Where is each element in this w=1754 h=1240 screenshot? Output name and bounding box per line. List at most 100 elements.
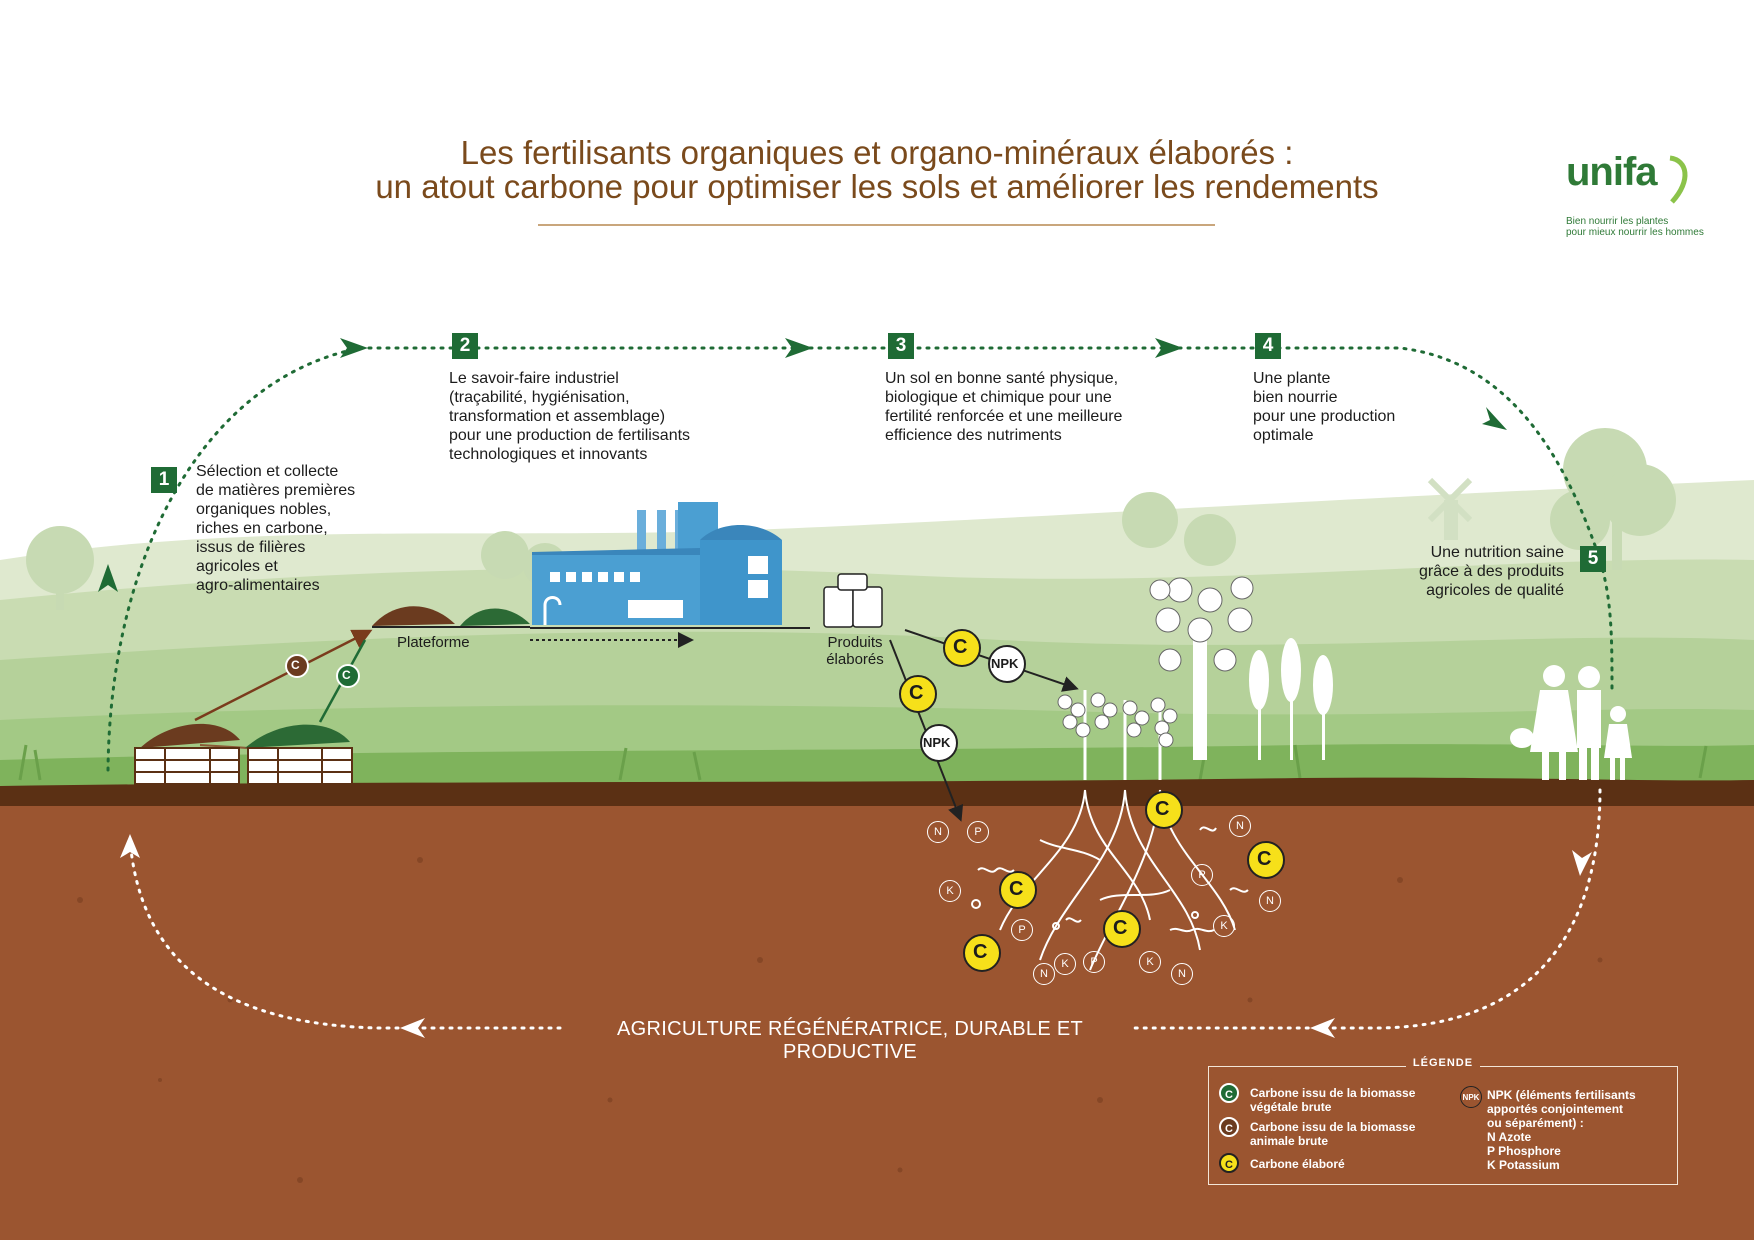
step-1-line: de matières premières xyxy=(196,482,356,499)
soil-nutrient-circle: N xyxy=(927,821,949,843)
soil-carbon-badges xyxy=(963,791,1285,972)
cycle-lower xyxy=(128,788,1602,1030)
legend-text-line: ou séparément) : xyxy=(1487,1116,1584,1130)
step-5-text: Une nutrition saine grâce à des produits… xyxy=(1380,543,1564,600)
legend-animal-carbon-icon: C xyxy=(1219,1117,1239,1137)
soil-nutrient-circle: P xyxy=(1191,864,1213,886)
grapevines-icon xyxy=(1057,690,1178,780)
background-trees xyxy=(26,428,1676,610)
legend-title: LÉGENDE xyxy=(1406,1057,1480,1069)
soil-nutrient-circle: N xyxy=(1171,963,1193,985)
legend-text-line: animale brute xyxy=(1250,1134,1329,1148)
step-4-badge: 4 xyxy=(1255,333,1281,359)
legend-animal-carbon-text: Carbone issu de la biomasse animale brut… xyxy=(1250,1120,1415,1148)
carbon-animal-letter: C xyxy=(291,658,300,672)
soil-carbon-letter: C xyxy=(1257,848,1272,870)
step-4-line: pour une production xyxy=(1253,408,1396,425)
regenerative-agriculture-banner: AGRICULTURE RÉGÉNÉRATRICE, DURABLE ET PR… xyxy=(617,1018,1083,1063)
step-5-line: agricoles de qualité xyxy=(1426,582,1564,599)
soil-carbon-letter: C xyxy=(1155,798,1170,820)
carbon-flow-letter: C xyxy=(909,682,924,704)
soil-nutrient-circle: P xyxy=(967,821,989,843)
logo-tagline-1: Bien nourrir les plantes xyxy=(1566,216,1669,227)
compost-bins xyxy=(134,723,353,785)
soil-nutrient-circle: K xyxy=(939,880,961,902)
product-bags-icon xyxy=(823,573,883,628)
cycle-arrows-green xyxy=(98,338,1507,592)
step-2-text: Le savoir-faire industriel (traçabilité,… xyxy=(449,369,690,464)
legend-text-line: végétale brute xyxy=(1250,1100,1332,1114)
legend-elaborated-carbon-icon: C xyxy=(1219,1153,1239,1173)
step-1-badge: 1 xyxy=(151,467,177,493)
legend-text-line: K Potassium xyxy=(1487,1158,1560,1172)
step-3-line: fertilité renforcée et une meilleure xyxy=(885,408,1123,425)
legend-elaborated-carbon-text: Carbone élaboré xyxy=(1250,1157,1345,1171)
logo-wordmark: unifa xyxy=(1566,150,1658,194)
step-5-badge: 5 xyxy=(1580,546,1606,572)
step-3-line: Un sol en bonne santé physique, xyxy=(885,370,1119,387)
legend-text-line: N Azote xyxy=(1487,1130,1532,1144)
arrow-animal-to-platform xyxy=(194,629,373,722)
produits-label: Produits élaborés xyxy=(820,634,890,668)
legend-text-line: Carbone issu de la biomasse xyxy=(1250,1086,1416,1100)
soil-carbon-letter: C xyxy=(973,941,988,963)
step-4-line: bien nourrie xyxy=(1253,389,1338,406)
soil-nutrient-circle: P xyxy=(1011,919,1033,941)
step-2-badge: 2 xyxy=(452,333,478,359)
factory-icon xyxy=(530,502,810,648)
page-title-line-1: Les fertilisants organiques et organo-mi… xyxy=(460,134,1294,171)
legend-text-line: NPK (éléments fertilisants xyxy=(1487,1088,1636,1102)
legend-text-line: apportés conjointement xyxy=(1487,1102,1624,1116)
soil-carbon-letter: C xyxy=(1113,917,1128,939)
step-1-line: agro-alimentaires xyxy=(196,577,320,594)
soil-nutrient-circle: K xyxy=(1054,953,1076,975)
soil-nutrient-circle: P xyxy=(1083,951,1105,973)
step-1-line: riches en carbone, xyxy=(196,520,328,537)
soil-nutrient-circle: N xyxy=(1229,815,1251,837)
carbon-plant-badge xyxy=(336,664,360,688)
grass-blades xyxy=(18,744,1708,781)
step-4-text: Une plante bien nourrie pour une product… xyxy=(1253,369,1395,445)
platform-heaps xyxy=(372,606,530,628)
carbon-plant-letter: C xyxy=(342,668,351,682)
npk-flow-label: NPK xyxy=(991,656,1019,671)
step-3-line: biologique et chimique pour une xyxy=(885,389,1112,406)
step-1-line: Sélection et collecte xyxy=(196,463,339,480)
legend-plant-carbon-text: Carbone issu de la biomasse végétale bru… xyxy=(1250,1086,1415,1114)
step-3-text: Un sol en bonne santé physique, biologiq… xyxy=(885,369,1122,445)
step-3-badge: 3 xyxy=(888,333,914,359)
soil-nutrient-circle: K xyxy=(1213,915,1235,937)
unifa-logo: unifa Bien nourrir les plantes pour mieu… xyxy=(1562,150,1712,240)
plateforme-label: Plateforme xyxy=(397,634,470,651)
step-2-line: Le savoir-faire industriel xyxy=(449,370,619,387)
legend-plant-carbon-icon: C xyxy=(1219,1083,1239,1103)
produits-label-line: Produits xyxy=(827,634,883,651)
step-2-line: pour une production de fertilisants xyxy=(449,427,691,444)
carbon-flow-letter: C xyxy=(953,636,968,658)
step-3-line: efficience des nutriments xyxy=(885,427,1062,444)
step-4-line: Une plante xyxy=(1253,370,1331,387)
step-5-line: Une nutrition saine xyxy=(1430,544,1564,561)
legend-text-line: P Phosphore xyxy=(1487,1144,1561,1158)
produits-label-line: élaborés xyxy=(826,651,884,668)
npk-flow-label: NPK xyxy=(923,735,951,750)
soil-nutrient-circle: K xyxy=(1139,951,1161,973)
step-1-line: organiques nobles, xyxy=(196,501,332,518)
cycle-arrows-white xyxy=(120,834,1592,1038)
legend-npk-text: NPK (éléments fertilisants apportés conj… xyxy=(1487,1088,1636,1172)
step-1-line: agricoles et xyxy=(196,558,278,575)
page-title-line-2: un atout carbone pour optimiser les sols… xyxy=(375,168,1379,205)
legend-npk-icon: NPK xyxy=(1460,1086,1482,1108)
apple-tree-icon xyxy=(1149,576,1254,760)
step-4-line: optimale xyxy=(1253,427,1314,444)
soil-carbon-letter: C xyxy=(1009,878,1024,900)
wheat-icon xyxy=(1249,638,1333,760)
soil-nutrient-circle: N xyxy=(1033,963,1055,985)
step-2-line: transformation et assemblage) xyxy=(449,408,666,425)
soil xyxy=(0,777,1754,1240)
logo-tagline-2: pour mieux nourrir les hommes xyxy=(1566,227,1704,238)
step-2-line: technologiques et innovants xyxy=(449,446,648,463)
step-2-line: (traçabilité, hygiénisation, xyxy=(449,389,630,406)
